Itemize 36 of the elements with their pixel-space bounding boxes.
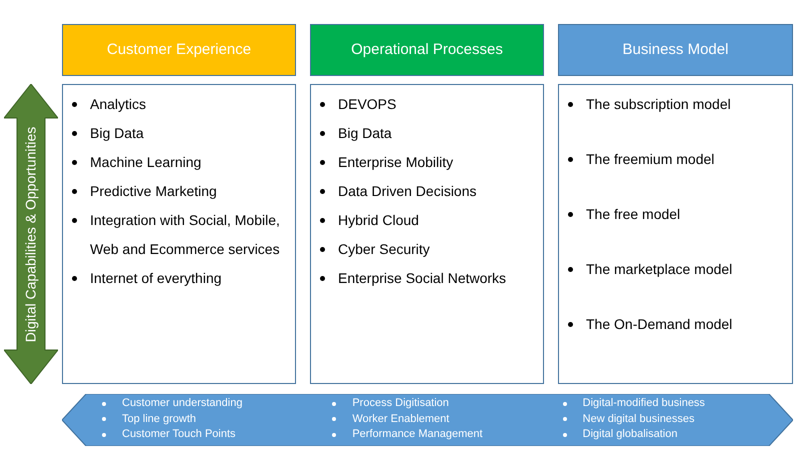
list-item: The free model <box>586 205 680 224</box>
list-item: DEVOPS <box>338 95 396 114</box>
list-item: Data Driven Decisions <box>338 182 476 201</box>
list-item: New digital businesses <box>582 412 695 426</box>
header-box: Business Model <box>558 24 793 76</box>
list-item: The On-Demand model <box>586 315 732 334</box>
list-item: Enterprise Social Networks <box>338 269 506 288</box>
list-item: Big Data <box>338 124 392 143</box>
list-item: Integration with Social, Mobile, Web and Ecommerce services <box>90 211 281 259</box>
double-arrow <box>4 84 58 384</box>
list-item: The marketplace model <box>586 260 732 279</box>
list-item: Digital-modified business <box>582 396 705 411</box>
list-item: Machine Learning <box>90 153 202 172</box>
list-item: The subscription model <box>586 95 731 114</box>
list-item: Customer understanding <box>122 396 242 411</box>
list-item: Hybrid Cloud <box>338 211 419 230</box>
list-item: Top line growth <box>122 412 196 426</box>
arrow-label: Digital Capabilities & Opportunities <box>22 126 40 342</box>
header-box: Operational Processes <box>310 24 544 76</box>
list-item: Big Data <box>90 124 144 143</box>
list-item: Customer Touch Points <box>122 427 236 442</box>
list-item: Analytics <box>90 95 146 114</box>
list-item: Process Digitisation <box>352 396 449 411</box>
header-box: Customer Experience <box>62 24 296 76</box>
list-item: Worker Enablement <box>352 412 450 426</box>
list-item: Performance Management <box>352 427 483 442</box>
list-box <box>558 84 793 384</box>
list-item: Cyber Security <box>338 240 430 259</box>
list-box <box>62 84 296 384</box>
list-box <box>310 84 544 384</box>
list-item: Digital globalisation <box>582 427 678 442</box>
list-item: Enterprise Mobility <box>338 153 454 172</box>
list-item: Predictive Marketing <box>90 182 217 201</box>
list-item: The freemium model <box>586 150 714 169</box>
hexagon-band <box>62 394 793 446</box>
list-item: Internet of everything <box>90 269 222 288</box>
